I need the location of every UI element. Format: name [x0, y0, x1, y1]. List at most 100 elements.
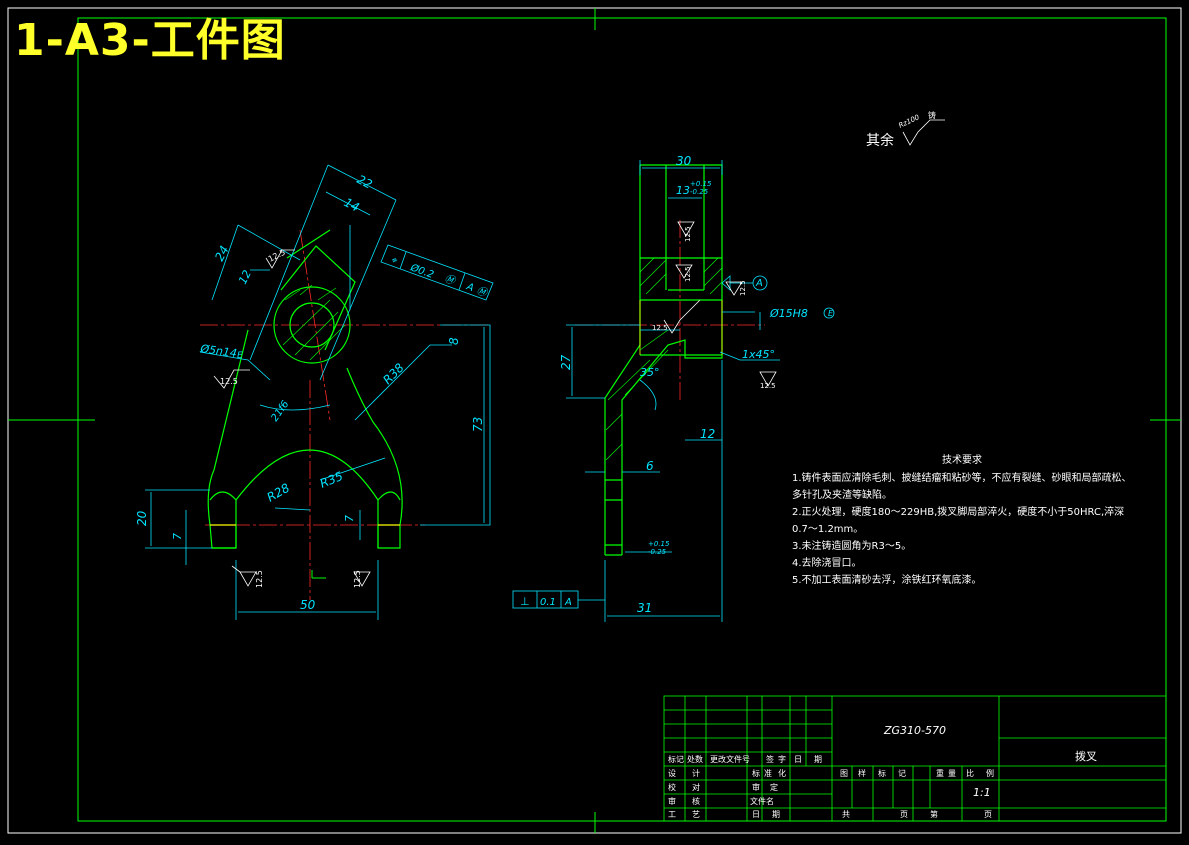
scale-value: 1:1 [973, 786, 991, 799]
row-label: 化 [778, 769, 786, 778]
row-label: 计 [692, 769, 700, 778]
front-view: 22 14 24 12 8 73 R38 R35 R28 20 7 7 50 Ø… [135, 164, 494, 620]
row-label: 准 [764, 769, 772, 778]
row-label: 对 [692, 783, 700, 792]
dim-73: 73 [471, 417, 485, 432]
roughness-mark: 12.5 [652, 324, 668, 332]
position-value: Ø0.2 [408, 261, 435, 281]
finish-prefix: 其余 [866, 132, 894, 149]
meta-label: 例 [986, 769, 994, 778]
tech-line: 0.7～1.2mm。 [792, 524, 864, 535]
row-label: 审 [668, 797, 676, 806]
row-label: 校 [668, 783, 676, 792]
perpendicularity-frame: ⊥ 0.1 A [512, 590, 605, 609]
dim-21f6: 21f6 [269, 399, 291, 424]
tech-line: 2.正火处理，硬度180～229HB,拨叉脚局部淬火，硬度不小于50HRC,淬深 [792, 507, 1125, 518]
row-label: 文件名 [750, 797, 774, 806]
dim-22: 22 [355, 172, 375, 191]
meta-label: 重 [936, 769, 944, 778]
dim-12: 12 [236, 268, 254, 286]
technical-requirements: 技术要求 1.铸件表面应清除毛刺、披缝结瘤和粘砂等，不应有裂缝、砂眼和局部疏松、… [792, 452, 1152, 589]
dim-12b: 12 [700, 427, 715, 441]
sheet-count-label: 第 [930, 810, 938, 819]
perp-datum: A [564, 597, 572, 608]
dim-7a: 7 [171, 533, 184, 540]
dim-r28: R28 [265, 480, 293, 504]
perp-value: 0.1 [540, 597, 556, 608]
meta-label: 图 [840, 769, 848, 778]
roughness-mark: 12.5 [267, 248, 287, 264]
side-view: 30 13 +0.15 -0.25 27 12 6 31 +0.15 -0.25… [512, 154, 835, 622]
finish-process: 铸 [928, 110, 936, 120]
dim-r38: R38 [380, 360, 407, 387]
row-label: 审 [752, 783, 760, 792]
row-label: 艺 [692, 810, 700, 819]
row-label: 工 [668, 810, 676, 819]
material: ZG310-570 [884, 724, 947, 737]
dim-r35: R35 [318, 469, 345, 491]
dim-30: 30 [676, 154, 692, 168]
roughness-mark: 12.5 [684, 226, 692, 242]
roughness-mark: 12.5 [353, 570, 362, 588]
tech-line: 3.未注铸造圆角为R3～5。 [792, 541, 912, 552]
dim-14: 14 [342, 195, 362, 214]
dim-13-tol-upper: +0.15 [690, 180, 712, 188]
dim-7b: 7 [343, 515, 356, 522]
position-datum-modifier: Ⓜ [475, 285, 490, 300]
roughness-mark: 12.5 [739, 280, 747, 296]
dim-20: 20 [135, 510, 149, 526]
bore-right-datum: E [828, 309, 834, 318]
row-label: 核 [692, 797, 700, 806]
roughness-mark: 12.5 [220, 377, 238, 386]
perp-symbol: ⊥ [520, 595, 530, 608]
finish-roughness: Rz100 [897, 113, 921, 130]
row-label: 日 [752, 810, 760, 819]
bore-left-label: Ø5n14 [199, 342, 238, 360]
tol-lower: -0.25 [648, 548, 667, 556]
bore-right-label: Ø15H8 [769, 307, 808, 320]
tol-upper: +0.15 [648, 540, 670, 548]
position-datum: A [464, 281, 475, 294]
angle-35: 35° [640, 366, 660, 379]
tech-title: 技术要求 [942, 455, 982, 466]
roughness-mark: 12.5 [760, 382, 776, 390]
roughness-mark: 12.5 [255, 570, 264, 588]
part-name: 拨叉 [1075, 750, 1097, 763]
col-header: 更改文件号 [710, 755, 750, 764]
dim-8: 8 [447, 337, 461, 345]
tech-line: 5.不加工表面清砂去浮，涂铁红环氧底漆。 [792, 575, 982, 586]
sheet-count-label: 页 [900, 810, 908, 819]
row-label: 定 [770, 783, 778, 792]
row-label: 设 [668, 769, 676, 778]
chamfer-label: 1x45° [742, 348, 775, 361]
dim-6: 6 [646, 459, 654, 473]
sheet-count-label: 共 [842, 810, 850, 819]
tech-line: 4.去除浇冒口。 [792, 558, 862, 569]
dim-27: 27 [559, 354, 573, 370]
dim-50: 50 [300, 598, 316, 612]
meta-label: 量 [948, 769, 956, 778]
row-label: 标 [752, 769, 760, 778]
meta-label: 标 [878, 769, 886, 778]
row-label: 期 [772, 810, 780, 819]
tech-line: 多针孔及夹渣等缺陷。 [792, 490, 892, 501]
bore-left-datum: E [237, 351, 243, 361]
meta-label: 样 [858, 769, 866, 778]
dim-13: 13 [676, 184, 690, 197]
dim-13-tol-lower: -0.25 [690, 188, 709, 196]
title-block [663, 695, 1167, 822]
sheet-label: 1-A3-工件图 [14, 15, 286, 66]
dim-31: 31 [637, 601, 652, 615]
roughness-mark: 12.5 [684, 266, 692, 282]
col-header: 签 [766, 755, 774, 764]
sheet-frame [7, 7, 1182, 834]
meta-label: 比 [966, 769, 974, 778]
position-symbol: ⌖ [389, 254, 399, 267]
datum-a-label: A [755, 278, 763, 289]
tech-line: 1.铸件表面应清除毛刺、披缝结瘤和粘砂等，不应有裂缝、砂眼和局部疏松、 [792, 473, 1132, 484]
position-tolerance-frame: ⌖ Ø0.2 Ⓜ A Ⓜ [380, 244, 494, 301]
sheet-count-label: 页 [984, 810, 992, 819]
side-view-dimensions: 30 13 +0.15 -0.25 27 12 6 31 +0.15 -0.25… [559, 154, 834, 615]
